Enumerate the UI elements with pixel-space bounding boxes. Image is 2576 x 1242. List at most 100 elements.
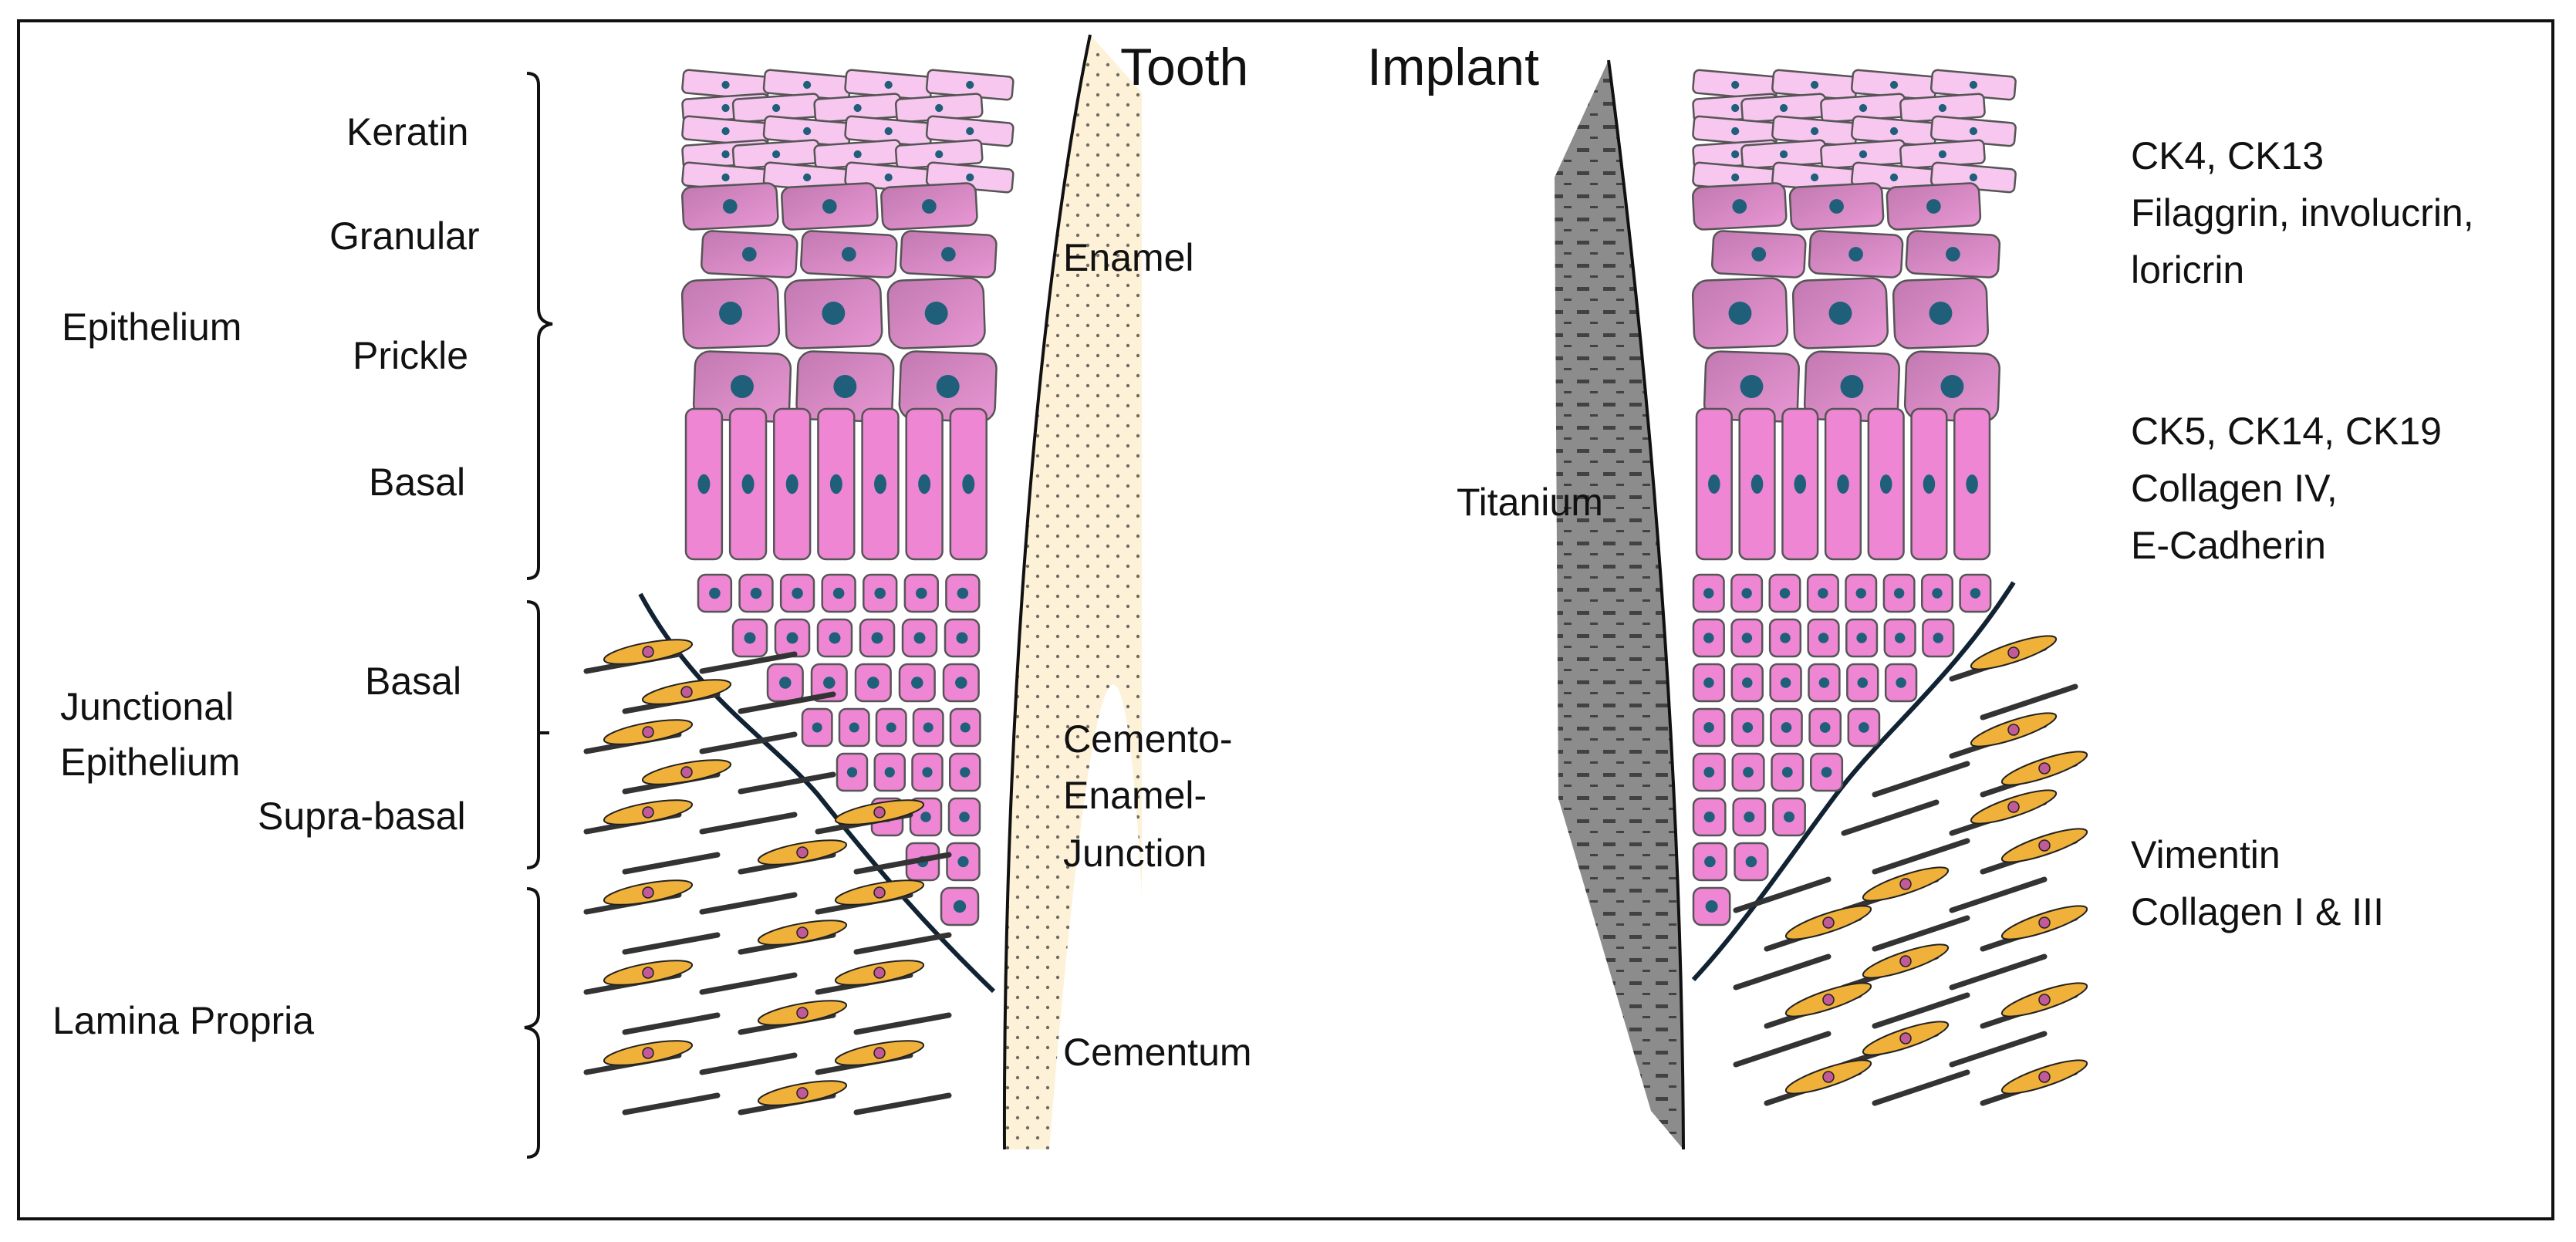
je-cell (949, 707, 981, 748)
basal-cell (1953, 407, 1991, 561)
collagen-fiber (853, 1092, 952, 1115)
collagen-fiber (699, 812, 798, 835)
marker-line: Collagen I & III (2131, 890, 2384, 933)
prickle-cell (1903, 350, 2000, 423)
je-cell (854, 663, 892, 703)
fibroblast (603, 639, 694, 665)
je-cell (1769, 663, 1802, 703)
je-cell (1730, 573, 1764, 613)
fibroblast (834, 1040, 925, 1066)
je-cell (859, 618, 896, 658)
basal-cell (1738, 407, 1776, 561)
fibroblast (1784, 1059, 1872, 1095)
je-cell (738, 573, 774, 613)
bracket-junctional (526, 600, 540, 869)
granular-cell (701, 230, 798, 278)
granular-cell (800, 230, 898, 278)
collagen-fiber (1872, 761, 1970, 798)
label-junctional-epithelium: Epithelium (60, 741, 241, 784)
implant-je-lamina-boundary (1691, 581, 2016, 982)
je-cell (1692, 752, 1726, 792)
je-cell (1730, 707, 1764, 748)
marker-line: Vimentin (2131, 833, 2281, 876)
je-cell (1808, 663, 1841, 703)
granular-cell (1886, 182, 1982, 231)
basal-cell (861, 407, 900, 561)
basal-cell (728, 407, 768, 561)
fibroblast (2000, 905, 2088, 940)
collagen-fiber (1841, 799, 1940, 836)
granular-cell (900, 230, 998, 278)
prickle-cell (886, 277, 986, 349)
fibroblast (2000, 828, 2088, 863)
je-cell (801, 707, 833, 748)
fibroblast (834, 960, 925, 986)
collagen-fiber (1733, 953, 1832, 991)
fibroblast (757, 1000, 848, 1026)
prickle-cell (1892, 277, 1989, 349)
label-enamel: Enamel (1063, 236, 1194, 279)
tooth-surface-line (1002, 34, 1092, 1150)
collagen-fiber (622, 852, 721, 875)
je-cell (1768, 618, 1802, 658)
je-cell (1806, 573, 1839, 613)
fibroblast (2000, 1059, 2088, 1095)
je-cell (766, 663, 804, 703)
je-cell (1845, 573, 1878, 613)
je-cell (863, 573, 898, 613)
fibroblast (1862, 866, 1950, 902)
fibroblast (1862, 943, 1950, 979)
collagen-fiber (1872, 838, 1970, 875)
keratin-cell (925, 69, 1015, 101)
marker-line: Collagen IV, (2131, 467, 2338, 510)
je-cell (779, 573, 815, 613)
granular-cell (880, 182, 978, 231)
je-cell (838, 707, 870, 748)
prickle-cell (1691, 277, 1788, 349)
fibroblast (603, 879, 694, 906)
collagen-fiber (699, 1052, 798, 1075)
fibroblast (757, 1080, 848, 1106)
collagen-fiber (699, 892, 798, 915)
marker-line: E-Cadherin (2131, 524, 2326, 567)
label-cej-3: Junction (1063, 832, 1207, 875)
collagen-fiber (1872, 915, 1970, 952)
marker-line: loricrin (2131, 248, 2245, 292)
marker-line: CK4, CK13 (2131, 134, 2324, 177)
basal-cell (817, 407, 856, 561)
markers-upper: CK4, CK13 Filaggrin, involucrin, loricri… (2131, 127, 2474, 299)
je-lamina-boundary (638, 592, 996, 994)
je-cell (1692, 618, 1725, 658)
je-cell (875, 707, 907, 748)
fibroblast (2000, 982, 2088, 1018)
fibroblast (834, 799, 925, 825)
granular-cell (681, 182, 779, 231)
collagen-fiber (853, 852, 952, 875)
je-cell (836, 752, 869, 792)
basal-cell (684, 407, 724, 561)
collagen-fiber (738, 771, 836, 795)
fibroblast (603, 799, 694, 825)
je-cell (1882, 573, 1916, 613)
je-cell (1884, 663, 1918, 703)
fibroblast (603, 1040, 694, 1066)
fibroblast (1970, 712, 2058, 748)
markers-middle: CK5, CK14, CK19 Collagen IV, E-Cadherin (2131, 403, 2442, 574)
heading-tooth: Tooth (1120, 38, 1249, 96)
je-cell (1772, 797, 1806, 837)
je-cell (949, 752, 981, 792)
fibroblast (1970, 635, 2058, 670)
je-cell (1731, 752, 1765, 792)
heading-implant: Implant (1367, 38, 1539, 96)
label-lamina-propria: Lamina Propria (52, 999, 315, 1042)
bracket-lamina-propria (524, 887, 540, 1159)
je-cell (1692, 707, 1726, 748)
basal-cell (1910, 407, 1948, 561)
label-granular: Granular (329, 214, 480, 258)
fibroblast (1862, 1021, 1950, 1056)
je-cell (942, 663, 980, 703)
collagen-fiber (1872, 992, 1970, 1029)
granular-cell (1692, 182, 1788, 231)
collagen-fiber (1949, 953, 2048, 991)
label-je-suprabasal: Supra-basal (258, 795, 466, 838)
